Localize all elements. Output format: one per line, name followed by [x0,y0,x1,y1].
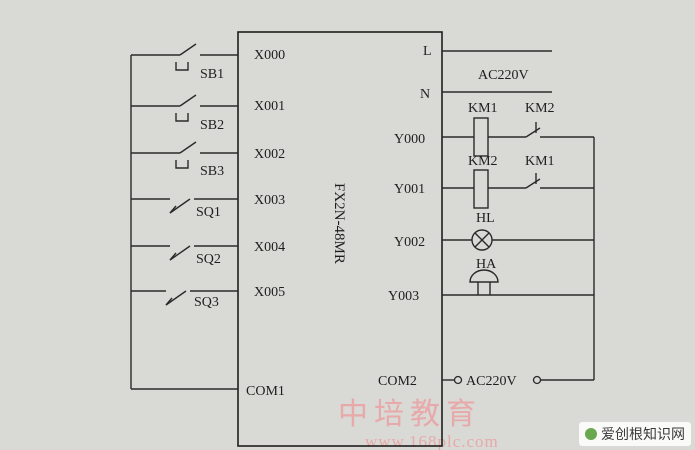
terminal-x005: X005 [254,285,285,300]
power-l-row: L [423,44,552,59]
buzzer-ha-icon [469,269,499,295]
power-n-row: N [420,87,552,102]
plc-model: FX2N-48MR [331,183,347,264]
output-row-y000: Y000 KM1 KM2 [394,101,594,157]
watermark-chinese: 中培教育 [338,397,482,432]
device-label-sb1: SB1 [200,67,224,82]
device-label-sb3: SB3 [200,164,224,179]
buzzer-label-ha: HA [476,257,497,272]
coil-label-km1: KM1 [468,101,498,116]
output-row-y002: Y002 HL [394,211,594,251]
coil-km2-icon [473,169,489,209]
terminal-y003: Y003 [388,289,419,304]
input-row-x005: SQ3 X005 [131,285,285,310]
input-row-x004: SQ2 X004 [131,240,285,267]
plc-body [237,31,443,447]
coil-km1-icon [473,117,489,157]
terminal-x004: X004 [254,240,285,255]
input-row-x003: SQ1 X003 [131,193,285,220]
interlock-label-km2: KM2 [525,101,555,116]
terminal-x002: X002 [254,147,285,162]
terminal-x003: X003 [254,193,285,208]
coil-label-km2: KM2 [468,154,498,169]
lamp-label-hl: HL [476,211,495,226]
device-label-sq3: SQ3 [194,295,219,310]
pushbutton-sb1-icon [175,43,197,71]
terminal-y002: Y002 [394,235,425,250]
terminal-dot-left-icon [453,375,463,385]
output-row-y001: Y001 KM2 KM1 [394,154,594,209]
site-logo-icon [585,428,597,440]
interlock-label-km1: KM1 [525,154,555,169]
terminal-x000: X000 [254,48,285,63]
com2-supply-label: AC220V [466,374,517,389]
limit-switch-sq3-icon [165,290,187,306]
terminal-com2: COM2 [378,374,417,389]
terminal-y000: Y000 [394,132,425,147]
terminal-y001: Y001 [394,182,425,197]
lamp-hl-icon [471,229,493,251]
limit-switch-sq1-icon [169,198,191,214]
power-supply-label: AC220V [478,68,529,83]
terminal-x001: X001 [254,99,285,114]
com1-label: COM1 [246,384,285,399]
site-logo[interactable]: 爱创根知识网 [579,422,691,446]
input-row-x002: SB3 X002 [131,141,285,179]
device-label-sb2: SB2 [200,118,224,133]
pushbutton-sb3-icon [175,141,197,169]
input-row-x000: SB1 X000 [131,43,285,82]
terminal-n: N [420,87,430,102]
pushbutton-sb2-icon [175,94,197,122]
input-row-x001: SB2 X001 [131,94,285,133]
output-common-row: COM2 AC220V [378,295,595,389]
nc-contact-km1-icon [525,173,541,189]
device-label-sq2: SQ2 [196,252,221,267]
watermark-url: www.168plc.com [365,432,499,450]
terminal-l: L [423,44,432,59]
terminal-dot-right-icon [532,375,542,385]
device-label-sq1: SQ1 [196,205,221,220]
nc-contact-km2-icon [525,122,541,138]
output-row-y003: Y003 HA [388,257,594,304]
site-logo-text: 爱创根知识网 [601,427,685,443]
limit-switch-sq2-icon [169,245,191,261]
